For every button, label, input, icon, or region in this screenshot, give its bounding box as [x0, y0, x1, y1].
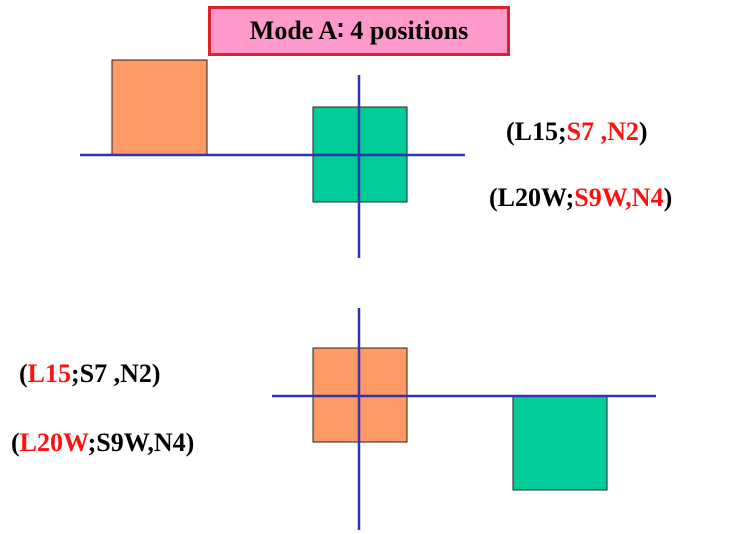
diagram-title: Mode A∶ 4 positions: [243, 12, 475, 50]
top-label-1-highlight: S7 ,N2: [566, 117, 639, 146]
top-label-2: (L20W;S9W,N4): [489, 183, 672, 213]
bottom-label-1-highlight: L15: [27, 359, 72, 388]
title-box: Mode A∶ 4 positions: [208, 6, 510, 56]
bottom-label-1-open: (: [19, 359, 28, 388]
bottom-green-square: [512, 395, 608, 491]
top-label-2-highlight: S9W,N4: [574, 183, 664, 212]
top-label-1-close: ): [638, 117, 648, 146]
bottom-label-2: (L20W;S9W,N4): [11, 428, 194, 458]
top-orange-square: [111, 59, 208, 156]
top-label-1-open: (L15;: [506, 117, 567, 146]
bottom-label-1-close: ;S7 ,N2): [71, 359, 161, 388]
bottom-label-2-open: (: [11, 428, 20, 457]
top-label-1: (L15;S7 ,N2): [506, 117, 648, 147]
bottom-label-2-close: ;S9W,N4): [87, 428, 195, 457]
bottom-label-2-highlight: L20W: [19, 428, 88, 457]
bottom-label-1: (L15;S7 ,N2): [19, 359, 161, 389]
top-label-2-close: ): [663, 183, 673, 212]
top-label-2-open: (L20W;: [489, 183, 575, 212]
